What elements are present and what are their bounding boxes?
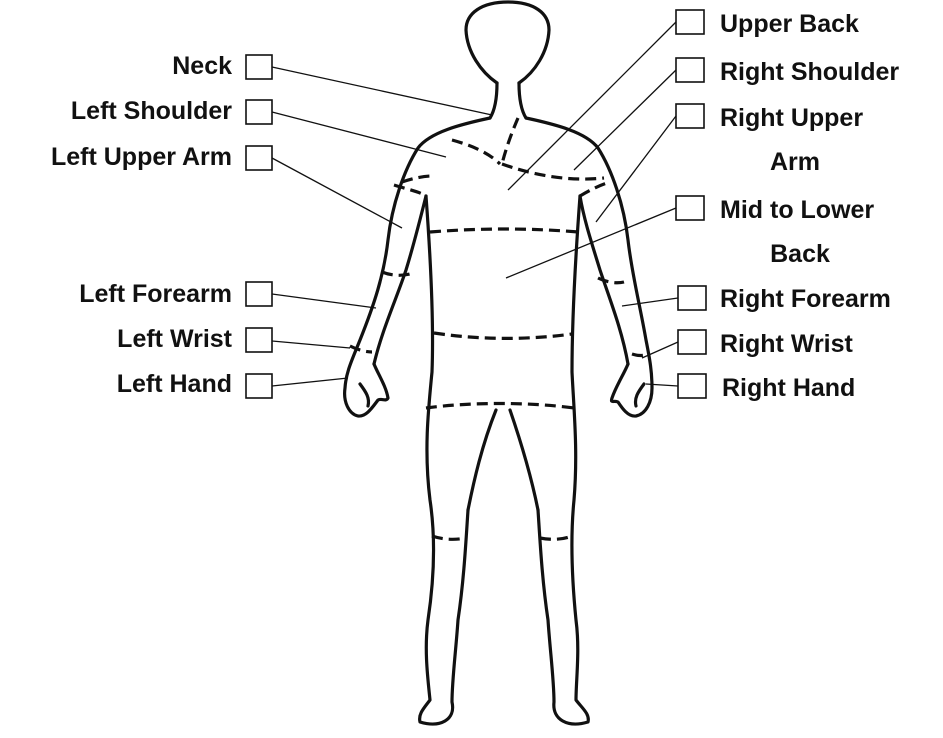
right-region-list: Upper Back Right Shoulder Right Upper Ar… bbox=[676, 10, 899, 402]
right-inner-leg bbox=[510, 410, 538, 510]
label-right-forearm: Right Forearm bbox=[720, 285, 891, 313]
left-inner-leg bbox=[468, 410, 496, 510]
label-right-hand: Right Hand bbox=[722, 374, 855, 402]
leader-left-upper-arm bbox=[272, 158, 402, 228]
checkbox-right-wrist[interactable] bbox=[678, 330, 706, 354]
leader-left-wrist bbox=[272, 341, 350, 348]
seam-right-knee bbox=[540, 536, 572, 539]
left-torso-leg bbox=[420, 196, 468, 724]
label-left-hand: Left Hand bbox=[117, 370, 232, 398]
checkbox-right-hand[interactable] bbox=[678, 374, 706, 398]
leader-upper-back bbox=[508, 22, 676, 190]
label-mid-lower-back-line2: Back bbox=[770, 240, 830, 268]
leader-mid-lower-back bbox=[506, 208, 676, 278]
label-left-shoulder: Left Shoulder bbox=[71, 97, 232, 125]
checkbox-right-forearm[interactable] bbox=[678, 286, 706, 310]
label-right-shoulder: Right Shoulder bbox=[720, 58, 899, 86]
seam-mid-back bbox=[430, 229, 578, 232]
label-left-wrist: Left Wrist bbox=[117, 325, 232, 353]
seam-shoulder-left bbox=[402, 176, 432, 182]
label-neck: Neck bbox=[172, 52, 232, 80]
right-thumb bbox=[635, 384, 644, 406]
leader-neck bbox=[272, 67, 492, 115]
seam-right-armpit bbox=[580, 182, 610, 196]
leader-lines bbox=[272, 22, 678, 386]
left-outer-silhouette bbox=[345, 118, 490, 416]
checkbox-left-shoulder[interactable] bbox=[246, 100, 272, 124]
right-outer-silhouette bbox=[526, 118, 652, 416]
checkbox-left-upper-arm[interactable] bbox=[246, 146, 272, 170]
label-left-forearm: Left Forearm bbox=[79, 280, 232, 308]
neck-left-outline bbox=[490, 83, 497, 118]
neck-right-outline bbox=[519, 83, 526, 118]
checkbox-right-shoulder[interactable] bbox=[676, 58, 704, 82]
checkbox-right-upper-arm[interactable] bbox=[676, 104, 704, 128]
seam-left-wrist bbox=[350, 346, 372, 352]
left-region-list: Neck Left Shoulder Left Upper Arm Left F… bbox=[51, 52, 272, 398]
checkbox-left-wrist[interactable] bbox=[246, 328, 272, 352]
checkbox-left-forearm[interactable] bbox=[246, 282, 272, 306]
leader-left-shoulder bbox=[272, 112, 446, 157]
leader-left-hand bbox=[272, 378, 348, 386]
body-figure bbox=[345, 2, 652, 724]
left-thumb bbox=[360, 384, 369, 406]
seam-left-knee bbox=[432, 536, 466, 539]
checkbox-left-hand[interactable] bbox=[246, 374, 272, 398]
label-left-upper-arm: Left Upper Arm bbox=[51, 143, 232, 171]
label-right-upper-arm-line1: Right Upper bbox=[720, 104, 863, 132]
checkbox-neck[interactable] bbox=[246, 55, 272, 79]
right-torso-leg bbox=[538, 196, 588, 724]
seam-shoulder-right bbox=[502, 164, 604, 179]
head-outline bbox=[466, 2, 549, 83]
seam-right-elbow bbox=[598, 278, 624, 283]
checkbox-mid-lower-back[interactable] bbox=[676, 196, 704, 220]
leader-left-forearm bbox=[272, 294, 376, 308]
seam-neck-right bbox=[502, 118, 518, 164]
leader-right-shoulder bbox=[574, 70, 676, 170]
label-right-wrist: Right Wrist bbox=[720, 330, 854, 358]
checkbox-upper-back[interactable] bbox=[676, 10, 704, 34]
leader-right-forearm bbox=[622, 298, 678, 306]
seam-hip bbox=[426, 404, 574, 409]
seam-right-wrist bbox=[632, 354, 648, 356]
label-mid-lower-back-line1: Mid to Lower bbox=[720, 196, 874, 224]
label-upper-back: Upper Back bbox=[720, 10, 859, 38]
seam-neck-left bbox=[452, 140, 500, 164]
label-right-upper-arm-line2: Arm bbox=[770, 148, 820, 176]
seam-waist bbox=[434, 333, 572, 338]
